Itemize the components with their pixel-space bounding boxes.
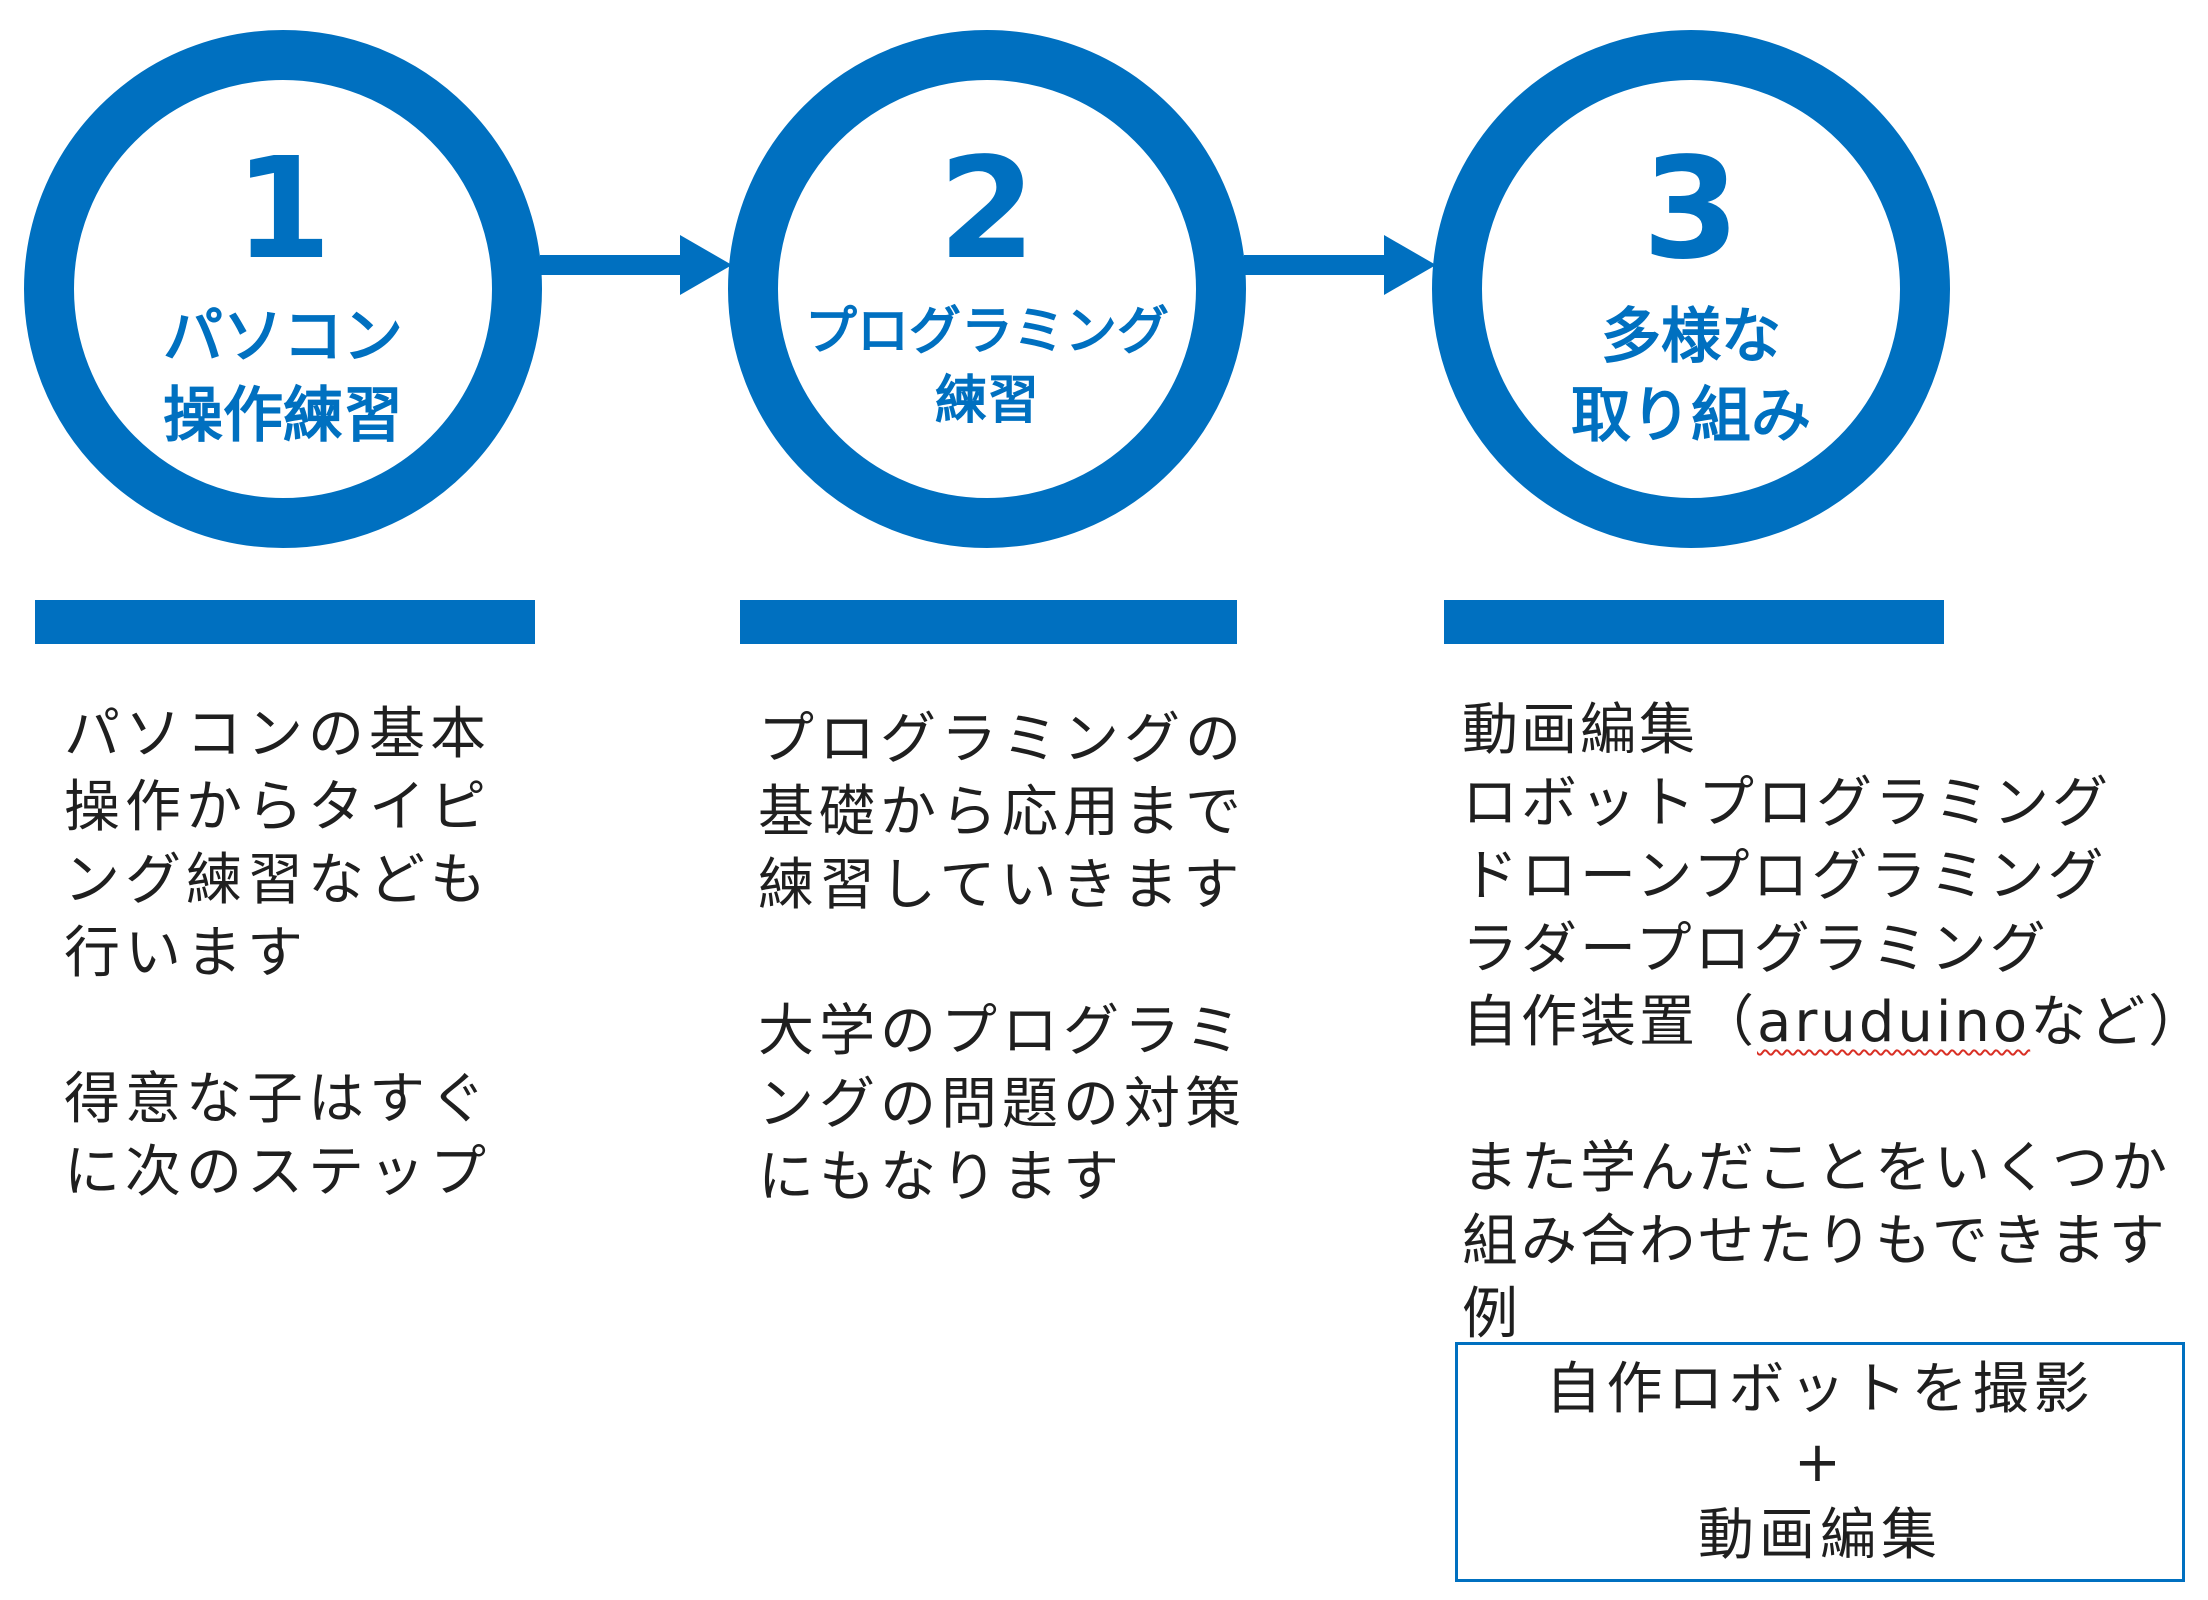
step-3-title-line: 取り組み [1571, 381, 1811, 452]
description-line: ラダープログラミング [1462, 917, 2049, 982]
description-line: プログラミングの [758, 707, 1246, 772]
arrow-2-head [1384, 235, 1436, 295]
description-line: パソコンの基本 [64, 702, 491, 767]
description-line: 操作からタイピ [64, 775, 491, 840]
example-line: 動画編集 [1698, 1502, 1942, 1568]
description-line: ングの問題の対策 [758, 1072, 1246, 1137]
example-plus: + [1794, 1429, 1846, 1495]
paragraph-gap [64, 990, 491, 1063]
arrow-1-head [680, 235, 732, 295]
description-line: 練習していきます [758, 853, 1245, 918]
step-2-title-line: プログラミング [804, 302, 1169, 362]
step-3-title: 多様な 取り組み [1571, 298, 1811, 456]
description-line-with-spellcheck: 自作装置（aruduinoなど） [1462, 986, 2207, 1059]
description-line: また学んだことをいくつか [1462, 1136, 2170, 1201]
step-1-divider-bar [35, 600, 535, 644]
description-line: ロボットプログラミング [1462, 771, 2111, 836]
description-line: 動画編集 [1462, 698, 1698, 763]
description-line: 行います [64, 921, 308, 986]
step-2-divider-bar [740, 600, 1237, 644]
step-2-description: プログラミングの 基礎から応用まで 練習していきます 大学のプログラミ ングの問… [758, 703, 1246, 1214]
step-1-title: パソコン 操作練習 [163, 298, 403, 456]
description-line: ドローンプログラミング [1462, 844, 2107, 909]
arrow-1-to-2 [540, 235, 732, 295]
spellcheck-underlined-word: aruduino [1757, 990, 2031, 1055]
description-line: 得意な子はすぐ [64, 1067, 491, 1132]
description-line: 例 [1462, 1282, 1521, 1347]
description-line: 基礎から応用まで [758, 780, 1246, 845]
description-line: に次のステップ [64, 1140, 491, 1205]
step-2-title-line: 練習 [934, 370, 1039, 431]
paragraph-gap [1462, 1059, 2207, 1132]
description-line-text: 自作装置（aruduinoなど） [1462, 990, 2208, 1055]
description-line: 組み合わせたりもできます [1462, 1209, 2168, 1274]
step-3-divider-bar [1444, 600, 1944, 644]
step-1-title-line: 操作練習 [163, 381, 403, 452]
step-1-circle: 1 パソコン 操作練習 [24, 30, 542, 548]
description-line: にもなります [758, 1145, 1124, 1210]
arrow-2-shaft [1244, 255, 1386, 275]
arrow-1-shaft [540, 255, 682, 275]
arrow-2-to-3 [1244, 235, 1436, 295]
description-line: ング練習なども [64, 848, 491, 913]
step-2-circle: 2 プログラミング 練習 [728, 30, 1246, 548]
step-3-number: 3 [1642, 128, 1740, 291]
step-1-number: 1 [234, 128, 332, 291]
example-line: 自作ロボットを撮影 [1545, 1356, 2095, 1422]
example-box: 自作ロボットを撮影 + 動画編集 [1455, 1342, 2185, 1582]
step-3-circle: 3 多様な 取り組み [1432, 30, 1950, 548]
step-1-title-line: パソコン [163, 302, 403, 372]
step-2-number: 2 [938, 128, 1036, 291]
step-3-title-line: 多様な [1601, 302, 1781, 372]
description-line: 大学のプログラミ [758, 999, 1246, 1064]
step-3-description: 動画編集 ロボットプログラミング ドローンプログラミング ラダープログラミング … [1462, 694, 2207, 1351]
step-2-title: プログラミング 練習 [805, 298, 1169, 435]
step-1-description: パソコンの基本 操作からタイピ ング練習なども 行います 得意な子はすぐ に次の… [64, 698, 491, 1209]
paragraph-gap [758, 922, 1246, 995]
